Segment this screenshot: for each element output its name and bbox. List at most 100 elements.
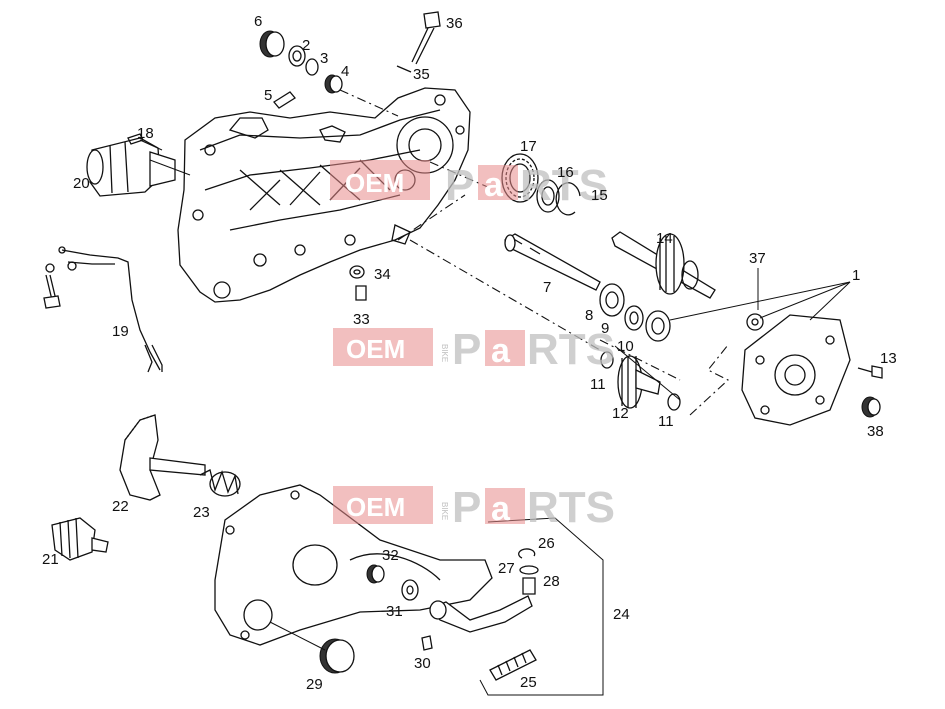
oil-seal[interactable] (624, 305, 644, 331)
callout-14: 14 (656, 230, 673, 247)
assembly-axis-lines (397, 161, 729, 416)
callout-5: 5 (264, 87, 272, 104)
watermark-top: OEM P a RTS (330, 160, 608, 210)
callout-32: 32 (382, 547, 399, 564)
leader-line (149, 159, 191, 176)
callout-10: 10 (617, 338, 634, 355)
bearing-seal[interactable] (536, 179, 560, 213)
cover-cap[interactable] (269, 621, 355, 674)
watermark-rts: RTS (527, 483, 615, 532)
oil-seal[interactable] (259, 30, 285, 58)
callout-25: 25 (520, 674, 537, 691)
starter-pinion[interactable] (51, 517, 109, 561)
circlip[interactable] (305, 58, 319, 76)
callout-23: 23 (193, 504, 210, 521)
callout-17: 17 (520, 138, 537, 155)
dowel-pin[interactable] (273, 91, 296, 109)
callout-37: 37 (749, 250, 766, 267)
washer[interactable] (519, 565, 539, 575)
watermark-oem: OEM (345, 168, 404, 198)
watermark-bike: BIKE (440, 344, 449, 362)
bearing[interactable] (288, 45, 306, 67)
kick-lever-assembly[interactable] (428, 517, 604, 696)
watermark-a: a (484, 166, 504, 204)
bearing[interactable] (599, 283, 625, 317)
watermark-oem: OEM (346, 492, 405, 522)
watermark-a: a (491, 332, 511, 370)
seal-ring[interactable] (324, 74, 343, 94)
callout-1: 1 (852, 267, 860, 284)
callout-13: 13 (880, 350, 897, 367)
kick-spring[interactable] (199, 469, 241, 497)
watermark-oem: OEM (346, 334, 405, 364)
callout-11: 11 (658, 413, 674, 430)
callout-28: 28 (543, 573, 560, 590)
watermark-p: P (445, 161, 474, 210)
callout-12: 12 (612, 405, 629, 422)
callout-27: 27 (498, 560, 515, 577)
callout-9: 9 (601, 320, 609, 337)
callout-15: 15 (591, 187, 608, 204)
callout-35: 35 (413, 66, 430, 83)
intermediate-gear[interactable] (617, 355, 661, 409)
watermark-rts: RTS (520, 161, 608, 210)
callout-29: 29 (306, 676, 323, 693)
transmission-cover[interactable] (741, 314, 851, 426)
callout-11: 11 (590, 376, 606, 393)
callout-2: 2 (302, 37, 310, 54)
thrust-washer[interactable] (600, 351, 614, 369)
assembly-axis-line (339, 89, 399, 117)
kick-lever-rubber[interactable] (489, 649, 537, 681)
bolt[interactable] (355, 285, 367, 301)
watermark-a: a (491, 490, 511, 528)
drain-plug[interactable] (861, 396, 881, 418)
wiring-harness[interactable] (43, 246, 163, 373)
callout-30: 30 (414, 655, 431, 672)
drive-shaft[interactable] (504, 233, 601, 291)
circlip[interactable] (555, 182, 581, 216)
thrust-washer[interactable] (667, 393, 681, 411)
final-gear-shaft[interactable] (611, 231, 716, 299)
starter-bolt[interactable] (127, 133, 163, 151)
watermark-p: P (452, 325, 481, 374)
o-ring[interactable] (396, 65, 412, 73)
callout-20: 20 (73, 175, 90, 192)
circlip[interactable] (518, 548, 536, 559)
callout-8: 8 (585, 307, 593, 324)
callout-34: 34 (374, 266, 391, 283)
watermark-p: P (452, 483, 481, 532)
callout-24: 24 (613, 606, 630, 623)
oil-dipstick[interactable] (411, 11, 441, 65)
callout-4: 4 (341, 63, 349, 80)
callout-38: 38 (867, 423, 884, 440)
starter-motor[interactable] (86, 137, 176, 197)
callout-labels: 6 2 3 4 5 36 35 18 20 19 17 16 15 14 37 … (42, 13, 897, 693)
kick-starter-sector[interactable] (119, 414, 206, 501)
screw[interactable] (421, 635, 433, 651)
callout-21: 21 (42, 551, 59, 568)
leader-lines (614, 268, 851, 401)
dowel-bushing[interactable] (746, 313, 764, 331)
pivot-pin[interactable] (522, 577, 536, 595)
transmission-outer-cover[interactable] (214, 484, 493, 646)
cover-bolt[interactable] (857, 365, 883, 379)
watermark-bike: BIKE (440, 502, 449, 520)
bushing[interactable] (401, 579, 419, 601)
bearing[interactable] (645, 310, 671, 342)
callout-7: 7 (543, 279, 551, 296)
callout-16: 16 (557, 164, 574, 181)
watermark-bottom: OEM BIKE P a RTS (333, 483, 615, 532)
oil-seal[interactable] (366, 564, 385, 584)
callout-33: 33 (353, 311, 370, 328)
callout-26: 26 (538, 535, 555, 552)
callout-22: 22 (112, 498, 129, 515)
nut[interactable] (349, 265, 365, 279)
callout-6: 6 (254, 13, 262, 30)
callout-31: 31 (386, 603, 403, 620)
callout-18: 18 (137, 125, 154, 142)
callout-19: 19 (112, 323, 129, 340)
callout-36: 36 (446, 15, 463, 32)
watermark-rts: RTS (527, 325, 615, 374)
watermark-middle: OEM BIKE P a RTS (333, 325, 615, 374)
